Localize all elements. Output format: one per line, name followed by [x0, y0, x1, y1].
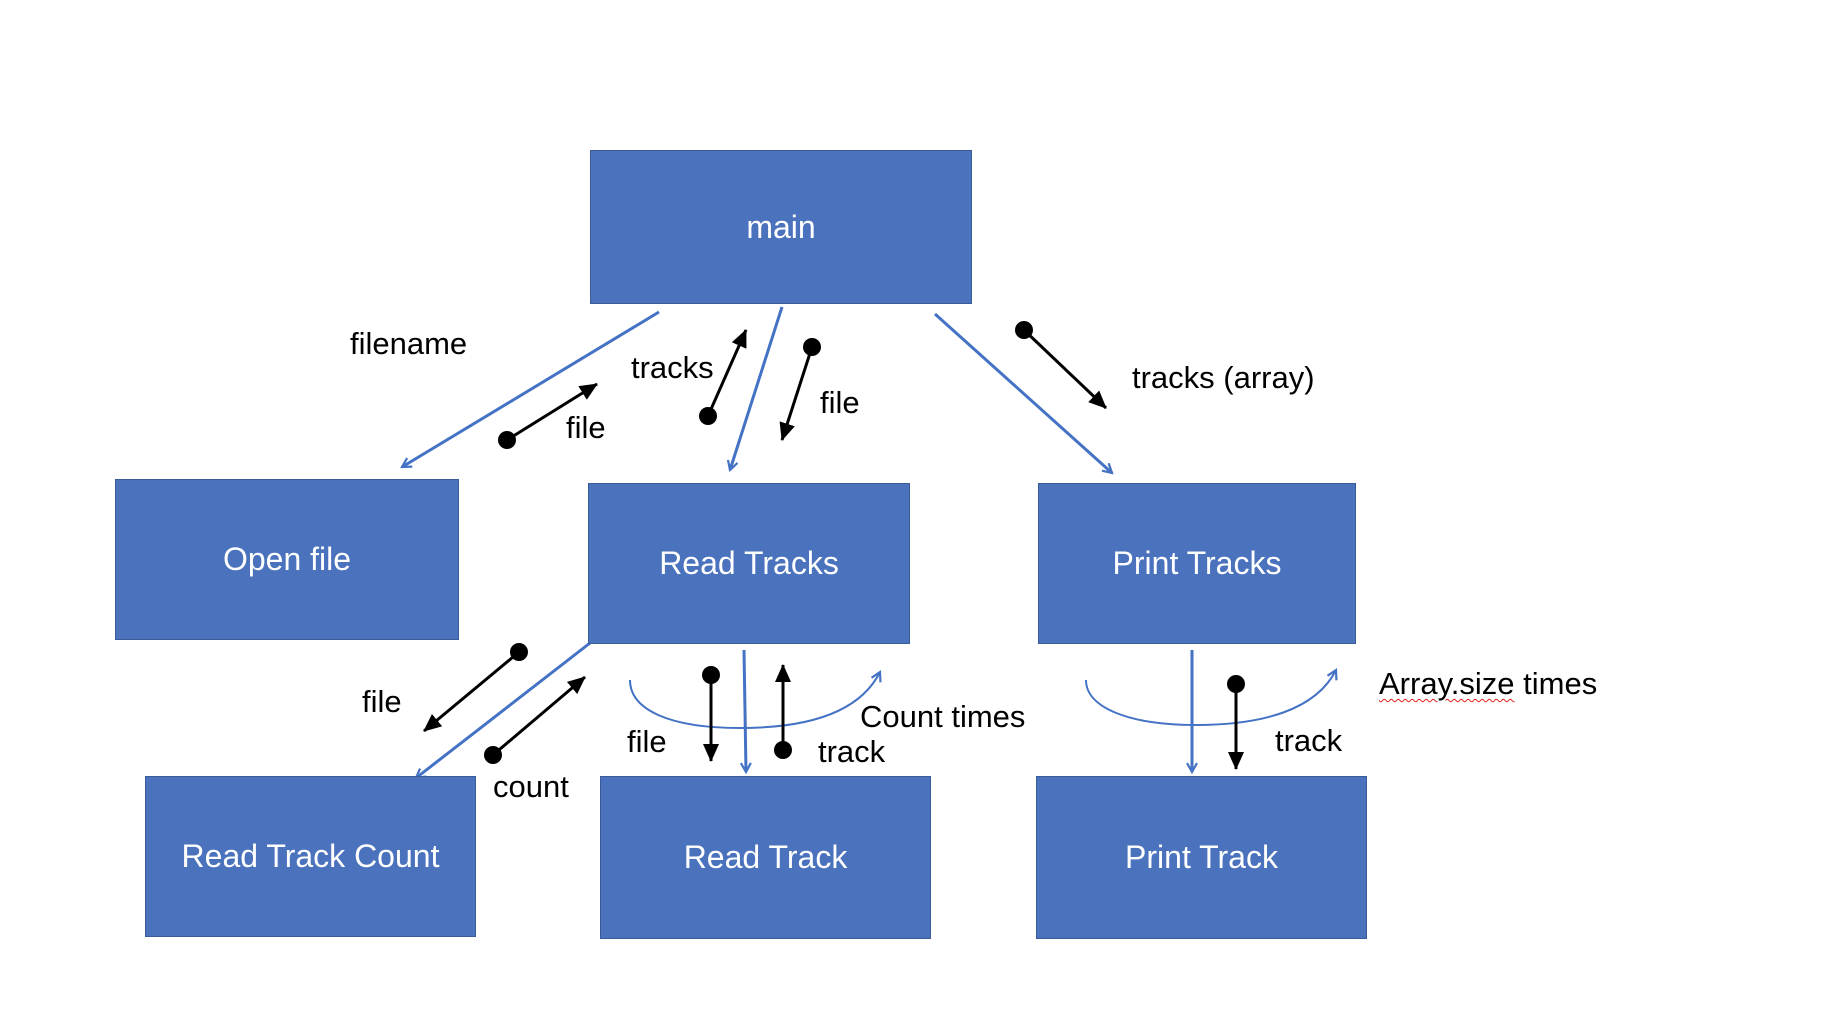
param-label-filename: filename	[350, 326, 468, 361]
call-main-to-read-tracks	[730, 306, 784, 470]
param-arrow-tracks-up-to-main	[699, 329, 748, 425]
loop-label-array-size-times: Array.size times	[1379, 666, 1598, 701]
module-main: main	[590, 150, 972, 304]
module-open-file-label: Open file	[222, 541, 352, 577]
call-read-tracks-to-read-track	[744, 649, 746, 772]
param-arrow-tracks-array-to-print-tracks	[1015, 321, 1108, 410]
module-read-tracks: Read Tracks	[588, 483, 910, 644]
param-label-track-to-print: track	[1275, 723, 1343, 758]
loop-label-count-times: Count times	[860, 699, 1026, 734]
param-arrow-track-up	[774, 664, 792, 759]
module-open-file: Open file	[115, 479, 459, 640]
call-main-to-print-tracks	[933, 312, 1112, 473]
module-print-track: Print Track	[1036, 776, 1367, 939]
module-main-label: main	[746, 208, 816, 245]
param-label-file-to-read-track: file	[627, 724, 667, 759]
param-arrow-track-to-print-track	[1227, 675, 1245, 770]
param-arrow-count-up	[484, 675, 586, 764]
param-label-track-returned: track	[818, 734, 886, 769]
module-print-track-label: Print Track	[1125, 839, 1278, 875]
param-arrow-file-to-read-track-count	[423, 643, 528, 733]
module-read-track: Read Track	[600, 776, 931, 939]
param-label-tracks-array: tracks (array)	[1132, 360, 1315, 395]
param-label-file-to-read-tracks: file	[820, 385, 860, 420]
param-label-file-from-open: file	[566, 410, 606, 445]
module-print-tracks: Print Tracks	[1038, 483, 1356, 644]
param-arrow-file-up-to-main	[498, 382, 598, 449]
param-label-file-to-read-count: file	[362, 684, 402, 719]
param-arrow-file-down-to-read-tracks	[779, 338, 821, 441]
module-read-tracks-label: Read Tracks	[659, 545, 839, 581]
loop-arc-read-track	[629, 672, 880, 730]
module-read-track-label: Read Track	[683, 839, 848, 875]
module-print-tracks-label: Print Tracks	[1112, 545, 1282, 581]
call-main-to-open-file	[402, 310, 660, 469]
loop-arc-print-track	[1085, 670, 1336, 727]
param-arrow-file-to-read-track	[702, 666, 720, 762]
module-read-track-count: Read Track Count	[145, 776, 476, 937]
call-read-tracks-to-read-track-count	[416, 641, 591, 778]
module-read-track-count-label: Read Track Count	[181, 838, 440, 874]
param-label-count: count	[493, 769, 569, 804]
param-label-tracks: tracks	[631, 350, 714, 385]
